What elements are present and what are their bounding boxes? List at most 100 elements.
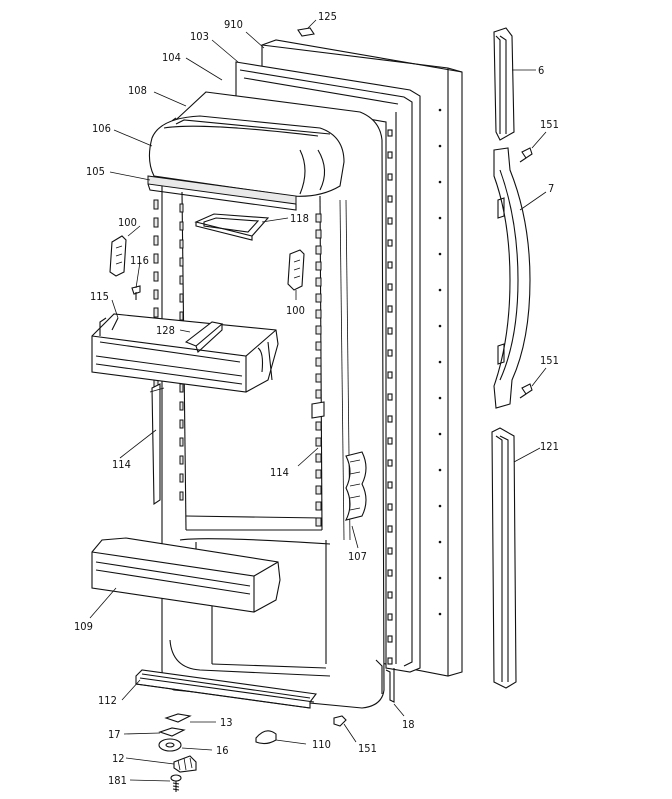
rail-slot — [315, 341, 322, 351]
rail-slot — [153, 253, 159, 264]
rail-slot — [153, 289, 159, 300]
gasket-hole — [387, 283, 393, 291]
label-151-bottom: 151 — [358, 742, 377, 755]
panel-screw-dot — [438, 396, 442, 400]
label-181: 181 — [108, 774, 127, 787]
gasket-hole — [387, 613, 393, 621]
panel-screw-dot — [438, 108, 442, 112]
gasket-hole — [387, 173, 393, 181]
label-114-right: 114 — [270, 466, 289, 479]
gasket-hole — [387, 415, 393, 423]
label-118: 118 — [290, 212, 309, 225]
label-16: 16 — [216, 744, 229, 757]
label-151-top: 151 — [540, 118, 559, 131]
panel-screw-dot — [438, 576, 442, 580]
panel-screw-dot — [438, 612, 442, 616]
panel-screw-dot — [438, 288, 442, 292]
label-104: 104 — [162, 51, 181, 64]
label-116: 116 — [130, 254, 149, 267]
bottle-retainer — [344, 451, 367, 521]
rail-slot — [179, 257, 184, 267]
lower-door-bin — [91, 537, 281, 613]
gasket-hole — [387, 217, 393, 225]
door-handle-7 — [493, 147, 531, 409]
rail-slot — [153, 307, 159, 318]
rail-slot — [179, 437, 184, 447]
label-121: 121 — [540, 440, 559, 453]
panel-screw-dot — [438, 360, 442, 364]
rail-slot — [179, 293, 184, 303]
part-labels: 910 125 103 104 108 106 105 100 116 115 … — [74, 10, 559, 787]
label-13: 13 — [220, 716, 233, 729]
panel-screw-dot — [438, 432, 442, 436]
gasket-hole — [387, 459, 393, 467]
label-103: 103 — [190, 30, 209, 43]
rail-slot — [315, 357, 322, 367]
rail-slot — [315, 517, 322, 527]
label-151-mid: 151 — [540, 354, 559, 367]
gasket-hole — [387, 261, 393, 269]
rail-slot — [315, 389, 322, 399]
panel-screw-dot — [438, 504, 442, 508]
label-108: 108 — [128, 84, 147, 97]
hinge-plate-13 — [164, 713, 192, 723]
gasket-hole — [387, 503, 393, 511]
label-112: 112 — [98, 694, 117, 707]
rail-slot — [315, 261, 322, 271]
rail-slot — [315, 229, 322, 239]
handle-top-cap-6 — [493, 27, 515, 141]
dairy-compartment-door — [148, 115, 345, 197]
gasket-hole — [387, 239, 393, 247]
bottom-trim — [135, 669, 318, 709]
rail-slot — [179, 473, 184, 483]
label-106: 106 — [92, 122, 111, 135]
rail-slot — [315, 277, 322, 287]
label-7: 7 — [548, 182, 554, 195]
gasket-strip — [375, 659, 395, 703]
label-100-right: 100 — [286, 304, 305, 317]
gasket-hole — [387, 657, 393, 665]
panel-screw-dot — [438, 144, 442, 148]
gasket-hole — [387, 349, 393, 357]
rail-slot — [315, 437, 322, 447]
rail-slot — [179, 401, 184, 411]
leader-lines — [89, 19, 547, 782]
rail-slot — [315, 293, 322, 303]
rail-slot — [153, 199, 159, 210]
label-105: 105 — [86, 165, 105, 178]
rail-slot — [179, 383, 184, 393]
gasket-hole — [387, 393, 393, 401]
door-shelf-bin — [91, 313, 279, 393]
label-6: 6 — [538, 64, 544, 77]
handle-bottom-cap-121 — [491, 427, 517, 689]
rail-slot — [315, 485, 322, 495]
gasket-hole — [387, 151, 393, 159]
label-110: 110 — [312, 738, 331, 751]
gasket-hole — [387, 547, 393, 555]
gasket-hole — [387, 481, 393, 489]
shelf-support-left — [109, 235, 127, 277]
rail-slot — [315, 373, 322, 383]
tag-125 — [297, 27, 315, 37]
rail-slot — [153, 217, 159, 228]
panel-screw-dot — [438, 468, 442, 472]
panel-screw-dot — [438, 180, 442, 184]
gasket-hole — [387, 327, 393, 335]
panel-screw-dot — [438, 216, 442, 220]
cap-110 — [255, 730, 277, 745]
rail-slot — [315, 213, 322, 223]
label-12: 12 — [112, 752, 125, 765]
hinge-bracket-16 — [158, 738, 182, 752]
rail-slot — [315, 245, 322, 255]
gasket-hole — [387, 525, 393, 533]
rail-slot — [315, 501, 322, 511]
label-107: 107 — [348, 550, 367, 563]
shelf-rail-left — [149, 383, 165, 506]
rail-slot — [179, 311, 184, 321]
label-114-left: 114 — [112, 458, 131, 471]
rail-slot — [153, 235, 159, 246]
panel-screw-dot — [438, 540, 442, 544]
rail-slot — [179, 203, 184, 213]
panel-screw-dot — [438, 324, 442, 328]
label-115: 115 — [90, 290, 109, 303]
